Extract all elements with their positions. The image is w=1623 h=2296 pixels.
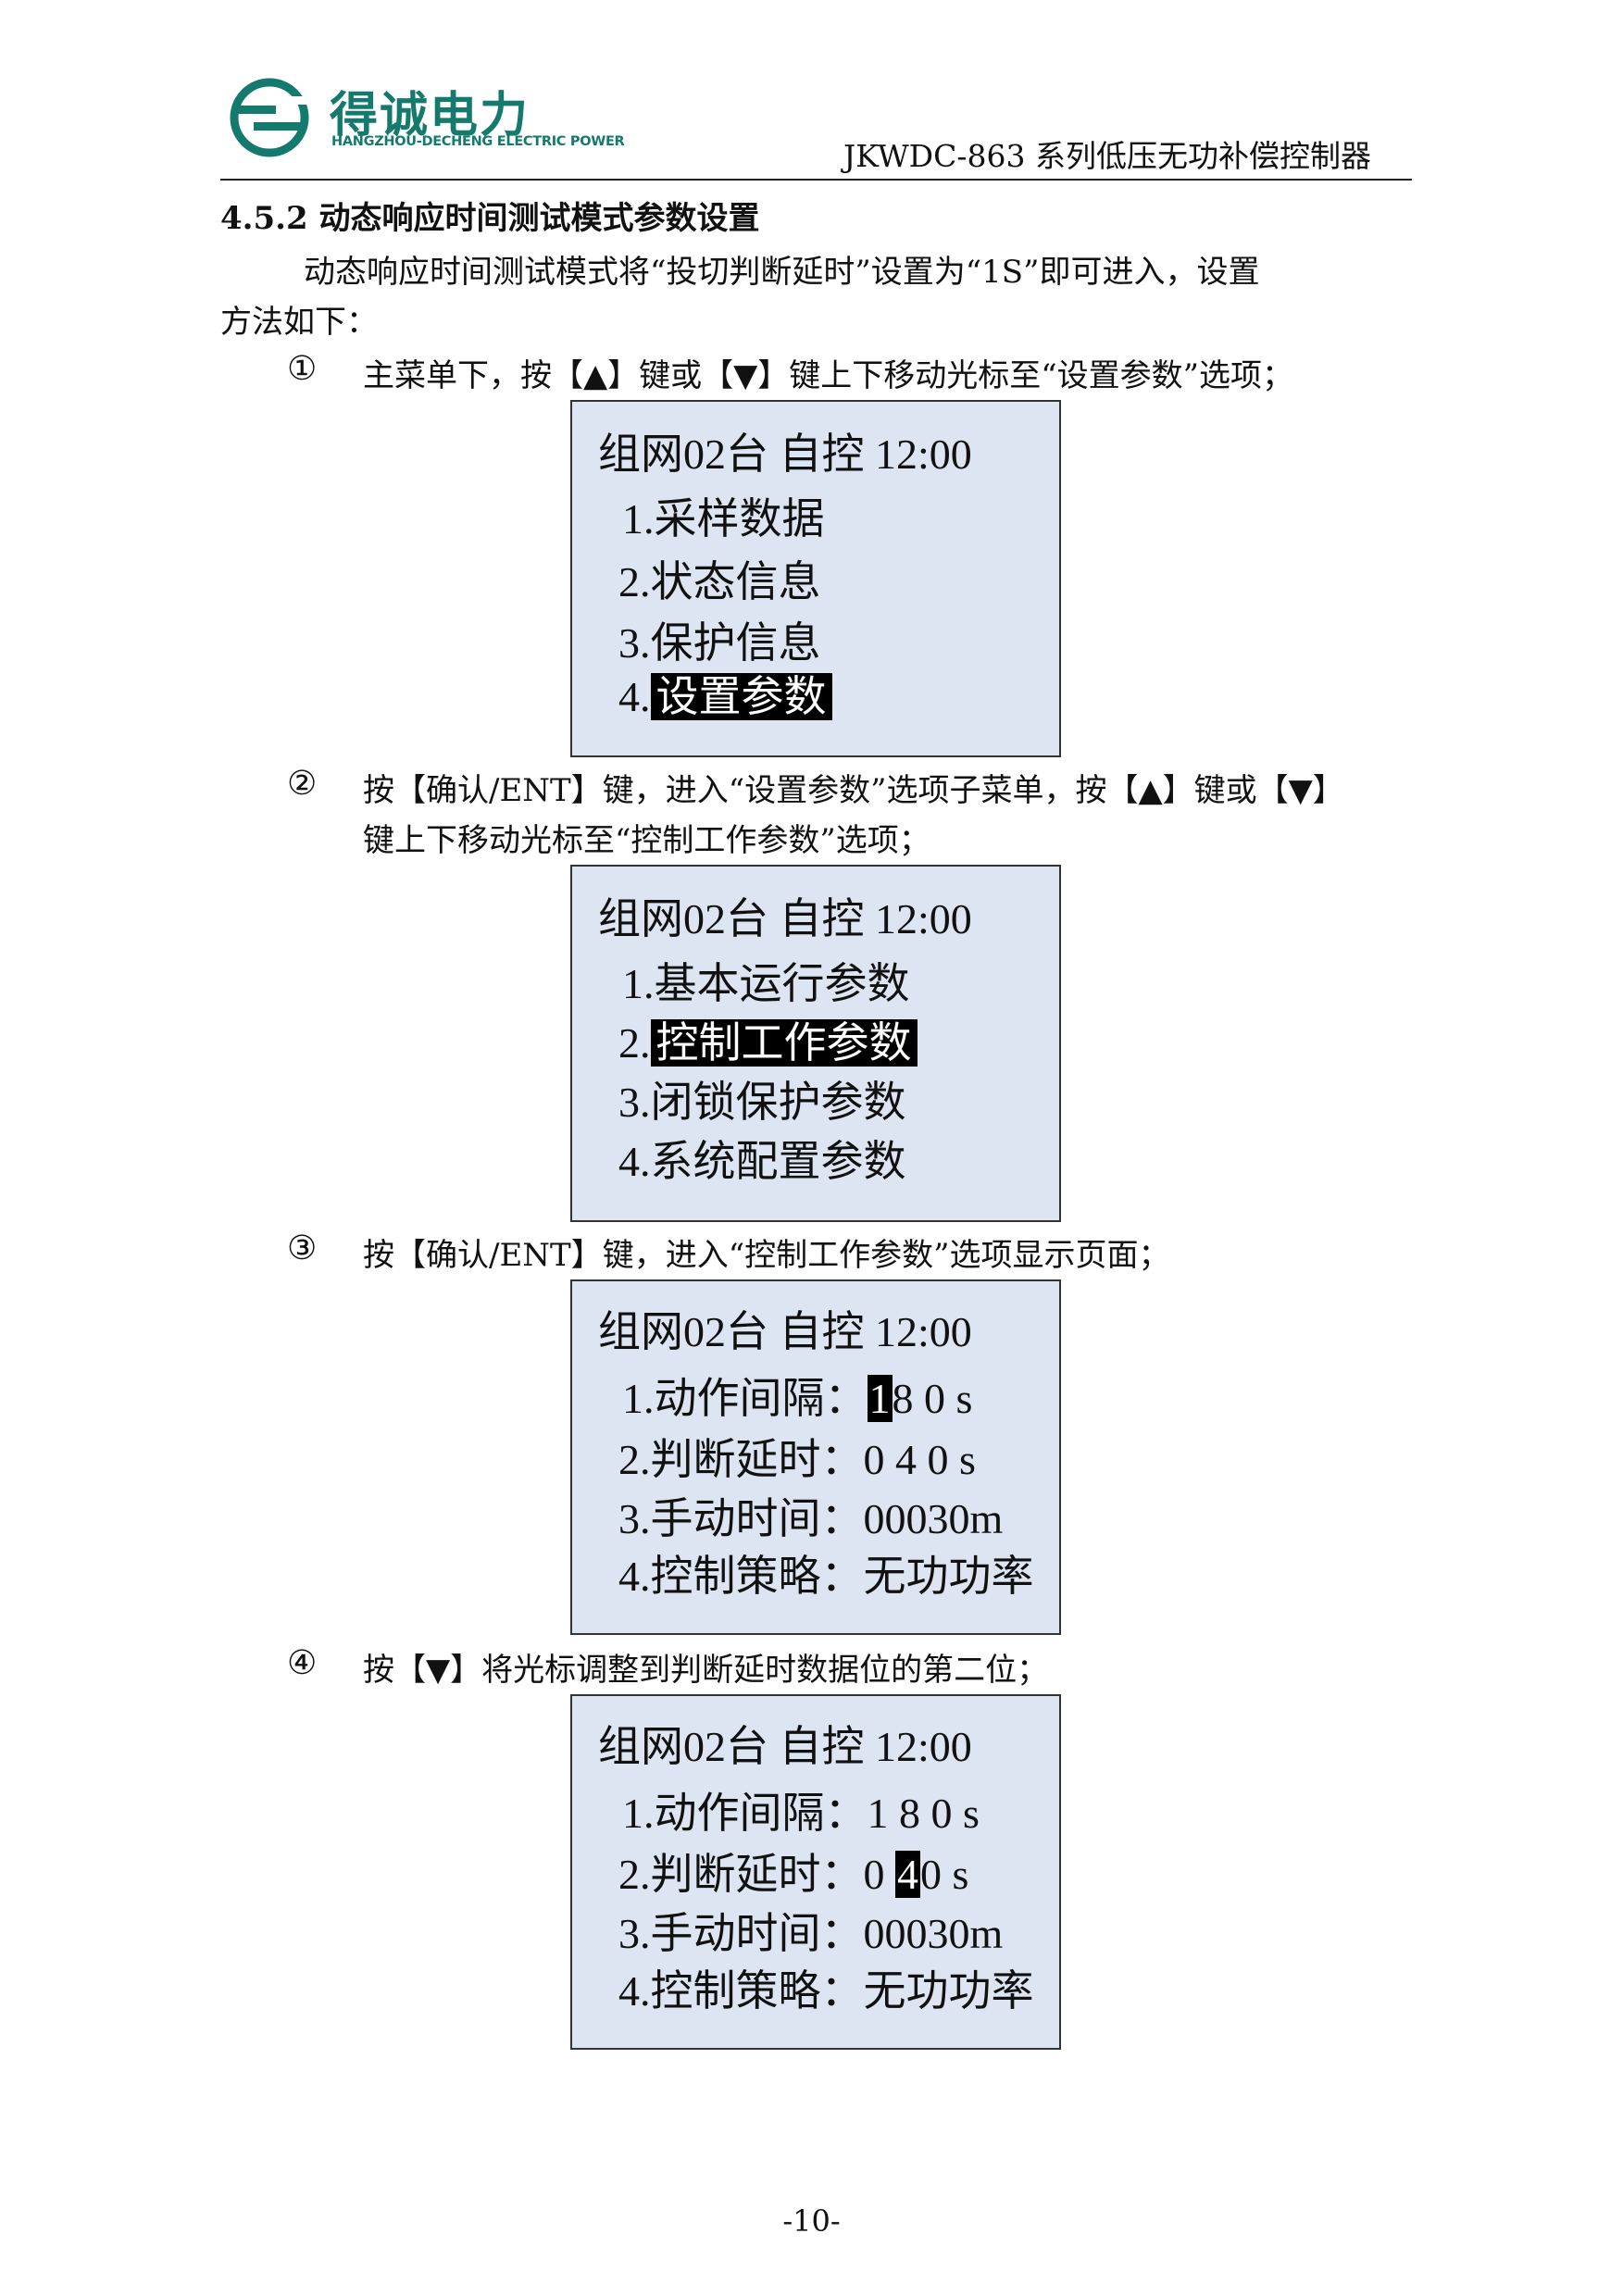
param-row-control-strategy: 4.控制策略：无功功率 xyxy=(618,1967,1034,2015)
param-digit: 0 xyxy=(863,1851,885,1898)
logo-mark-icon xyxy=(230,78,309,157)
step-text-line-1: 按【确认/ENT】键，进入“设置参数”选项子菜单，按【▲】键或【▼】 xyxy=(363,772,1344,809)
menu-item-control-params-selected: 2.控制工作参数 xyxy=(618,1018,918,1068)
menu-item-system-params: 4.系统配置参数 xyxy=(618,1138,906,1185)
param-label: 1.动作间隔： xyxy=(622,1375,868,1422)
lcd-screen-main-menu: 组网02台 自控 12:00 1.采样数据 2.状态信息 3.保护信息 4.设置… xyxy=(570,400,1061,757)
lcd-screen-control-params: 组网02台 自控 12:00 1.动作间隔：18 0 s 2.判断延时：0 4 … xyxy=(570,1279,1061,1635)
step-number: ② xyxy=(287,765,318,803)
intro-paragraph-line-2: 方法如下： xyxy=(220,304,378,341)
lcd-screen-control-params-cursor: 组网02台 自控 12:00 1.动作间隔：1 8 0 s 2.判断延时：0 4… xyxy=(570,1694,1061,2050)
lcd-screen-settings-menu: 组网02台 自控 12:00 1.基本运行参数 2.控制工作参数 3.闭锁保护参… xyxy=(570,865,1061,1222)
menu-item-index: 4. xyxy=(618,673,651,720)
menu-item-index: 2. xyxy=(618,1019,651,1067)
cursor-digit: 1 xyxy=(867,1375,893,1422)
cursor-highlight: 控制工作参数 xyxy=(650,1019,918,1067)
menu-item-lock-params: 3.闭锁保护参数 xyxy=(618,1079,906,1126)
document-title: JKWDC-863 系列低压无功补偿控制器 xyxy=(843,138,1371,174)
header-divider xyxy=(220,179,1412,181)
step-text: 主菜单下，按【▲】键或【▼】键上下移动光标至“设置参数”选项； xyxy=(363,357,1294,394)
param-label: 2.判断延时： xyxy=(618,1851,864,1898)
company-logo: 得诚电力 HANGZHOU-DECHENG ELECTRIC POWER xyxy=(230,74,625,157)
param-row-action-interval: 1.动作间隔：1 8 0 s xyxy=(622,1790,980,1837)
step-4: ④ 按【▼】将光标调整到判断延时数据位的第二位； xyxy=(0,1644,1623,1691)
param-value-rest: 8 0 s xyxy=(892,1375,973,1422)
lcd-status-line: 组网02台 自控 12:00 xyxy=(598,1723,972,1770)
lcd-status-line: 组网02台 自控 12:00 xyxy=(598,895,972,942)
param-row-control-strategy: 4.控制策略：无功功率 xyxy=(618,1553,1034,1600)
menu-item-status-info: 2.状态信息 xyxy=(618,558,821,605)
step-2: ② 按【确认/ENT】键，进入“设置参数”选项子菜单，按【▲】键或【▼】 键上下… xyxy=(0,765,1623,861)
section-heading: 4.5.2 动态响应时间测试模式参数设置 xyxy=(220,200,760,237)
logo-english-name: HANGZHOU-DECHENG ELECTRIC POWER xyxy=(331,134,625,149)
menu-item-basic-params: 1.基本运行参数 xyxy=(622,960,910,1007)
intro-paragraph-line-1: 动态响应时间测试模式将“投切判断延时”设置为“1S”即可进入，设置 xyxy=(304,254,1260,291)
param-row-manual-time: 3.手动时间：00030m xyxy=(618,1495,1004,1542)
menu-item-settings-selected: 4.设置参数 xyxy=(618,672,832,722)
step-number: ③ xyxy=(287,1229,318,1267)
step-text: 按【▼】将光标调整到判断延时数据位的第二位； xyxy=(363,1652,1049,1689)
lcd-status-line: 组网02台 自控 12:00 xyxy=(598,430,972,478)
param-row-judge-delay: 2.判断延时：0 40 s xyxy=(618,1850,968,1900)
step-number: ④ xyxy=(287,1644,318,1682)
step-number: ① xyxy=(287,350,318,388)
menu-item-sample-data: 1.采样数据 xyxy=(622,495,825,543)
logo-chinese-name: 得诚电力 xyxy=(330,88,531,144)
param-row-action-interval: 1.动作间隔：18 0 s xyxy=(622,1374,972,1424)
param-row-manual-time: 3.手动时间：00030m xyxy=(618,1910,1004,1957)
param-value-rest: 0 s xyxy=(920,1851,969,1898)
cursor-highlight: 设置参数 xyxy=(650,673,832,720)
menu-item-protect-info: 3.保护信息 xyxy=(618,619,821,667)
param-row-judge-delay: 2.判断延时：0 4 0 s xyxy=(618,1436,976,1483)
step-text: 按【确认/ENT】键，进入“控制工作参数”选项显示页面； xyxy=(363,1237,1170,1274)
page-number: -10- xyxy=(782,2203,841,2239)
lcd-status-line: 组网02台 自控 12:00 xyxy=(598,1308,972,1355)
step-3: ③ 按【确认/ENT】键，进入“控制工作参数”选项显示页面； xyxy=(0,1229,1623,1276)
step-1: ① 主菜单下，按【▲】键或【▼】键上下移动光标至“设置参数”选项； xyxy=(0,350,1623,396)
step-text-line-2: 键上下移动光标至“控制工作参数”选项； xyxy=(363,822,930,859)
cursor-digit: 4 xyxy=(895,1851,920,1898)
